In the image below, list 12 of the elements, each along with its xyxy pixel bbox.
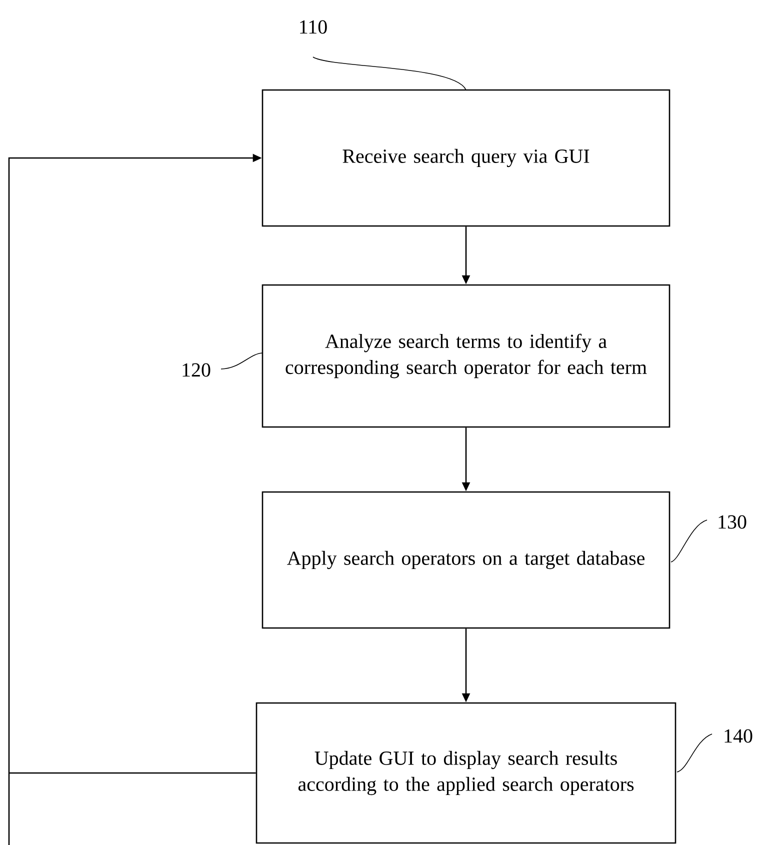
reference-numeral: 120 xyxy=(182,363,210,377)
process-box: Analyze search terms to identify a corresponding search operator for each term xyxy=(262,284,670,428)
process-box: Apply search operators on a target database xyxy=(262,491,670,629)
reference-numeral: 110 xyxy=(300,20,327,34)
leader-line xyxy=(220,352,264,370)
reference-numeral: 130 xyxy=(718,515,746,529)
leader-line xyxy=(676,734,712,772)
process-box: Receive search query via GUI xyxy=(262,89,670,227)
process-box: Update GUI to display search results according to the applied search operators xyxy=(256,702,676,844)
leader-line xyxy=(670,520,708,562)
leader-line xyxy=(312,56,466,90)
reference-numeral: 140 xyxy=(724,729,752,743)
